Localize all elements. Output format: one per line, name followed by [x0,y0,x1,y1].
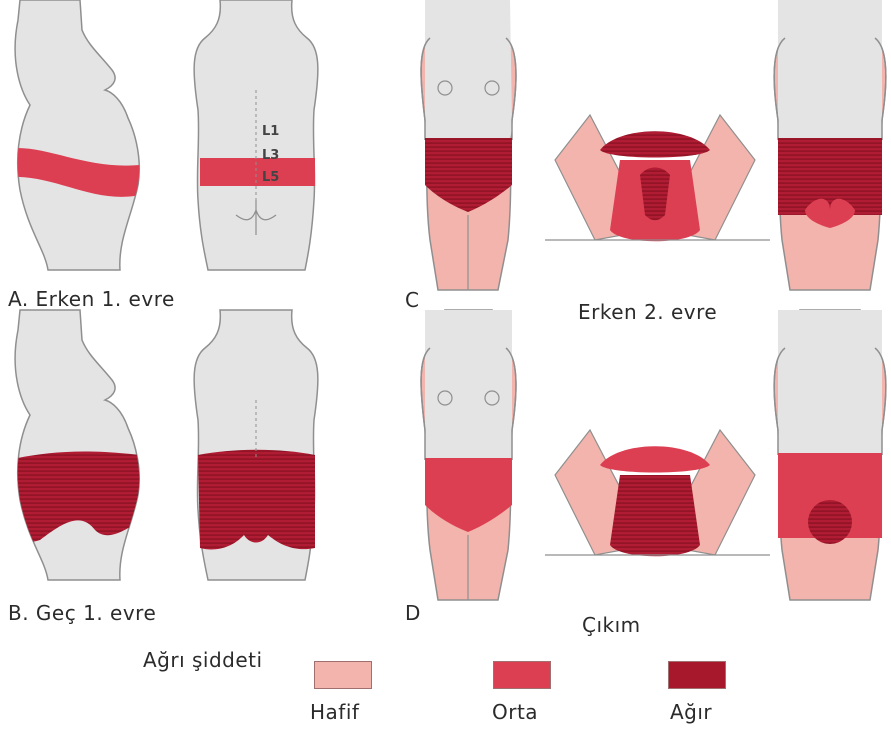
spine-label-l5: L5 [262,170,279,185]
panel-c-letter: C [405,288,419,312]
panel-c-back-figure [774,0,886,290]
legend-label-moderate: Orta [492,700,538,724]
panel-d-front-figure [421,310,516,600]
spine-label-l1: L1 [262,124,279,139]
panel-b-side-figure [0,310,140,580]
panel-a-back-figure [194,0,318,270]
legend-swatch-mild [314,661,372,689]
panel-c-lithotomy-figure [545,115,770,241]
spine-label-l3: L3 [262,148,279,163]
panel-b-caption: B. Geç 1. evre [8,601,156,625]
panel-b-back-figure [194,310,318,580]
legend-swatch-moderate [493,661,551,689]
panel-d-back-figure [774,310,886,600]
panel-d-caption: Çıkım [582,613,641,637]
legend-label-mild: Hafif [310,700,359,724]
panel-a-caption: A. Erken 1. evre [8,287,175,311]
legend-title: Ağrı şiddeti [143,648,263,672]
panel-d-lithotomy-figure [545,430,770,556]
legend-label-severe: Ağır [670,700,712,724]
panel-c-caption: Erken 2. evre [578,300,717,324]
panel-a-side-figure [0,0,140,270]
panel-d-letter: D [405,601,421,625]
panel-c-front-figure [421,0,516,290]
legend-swatch-severe [668,661,726,689]
